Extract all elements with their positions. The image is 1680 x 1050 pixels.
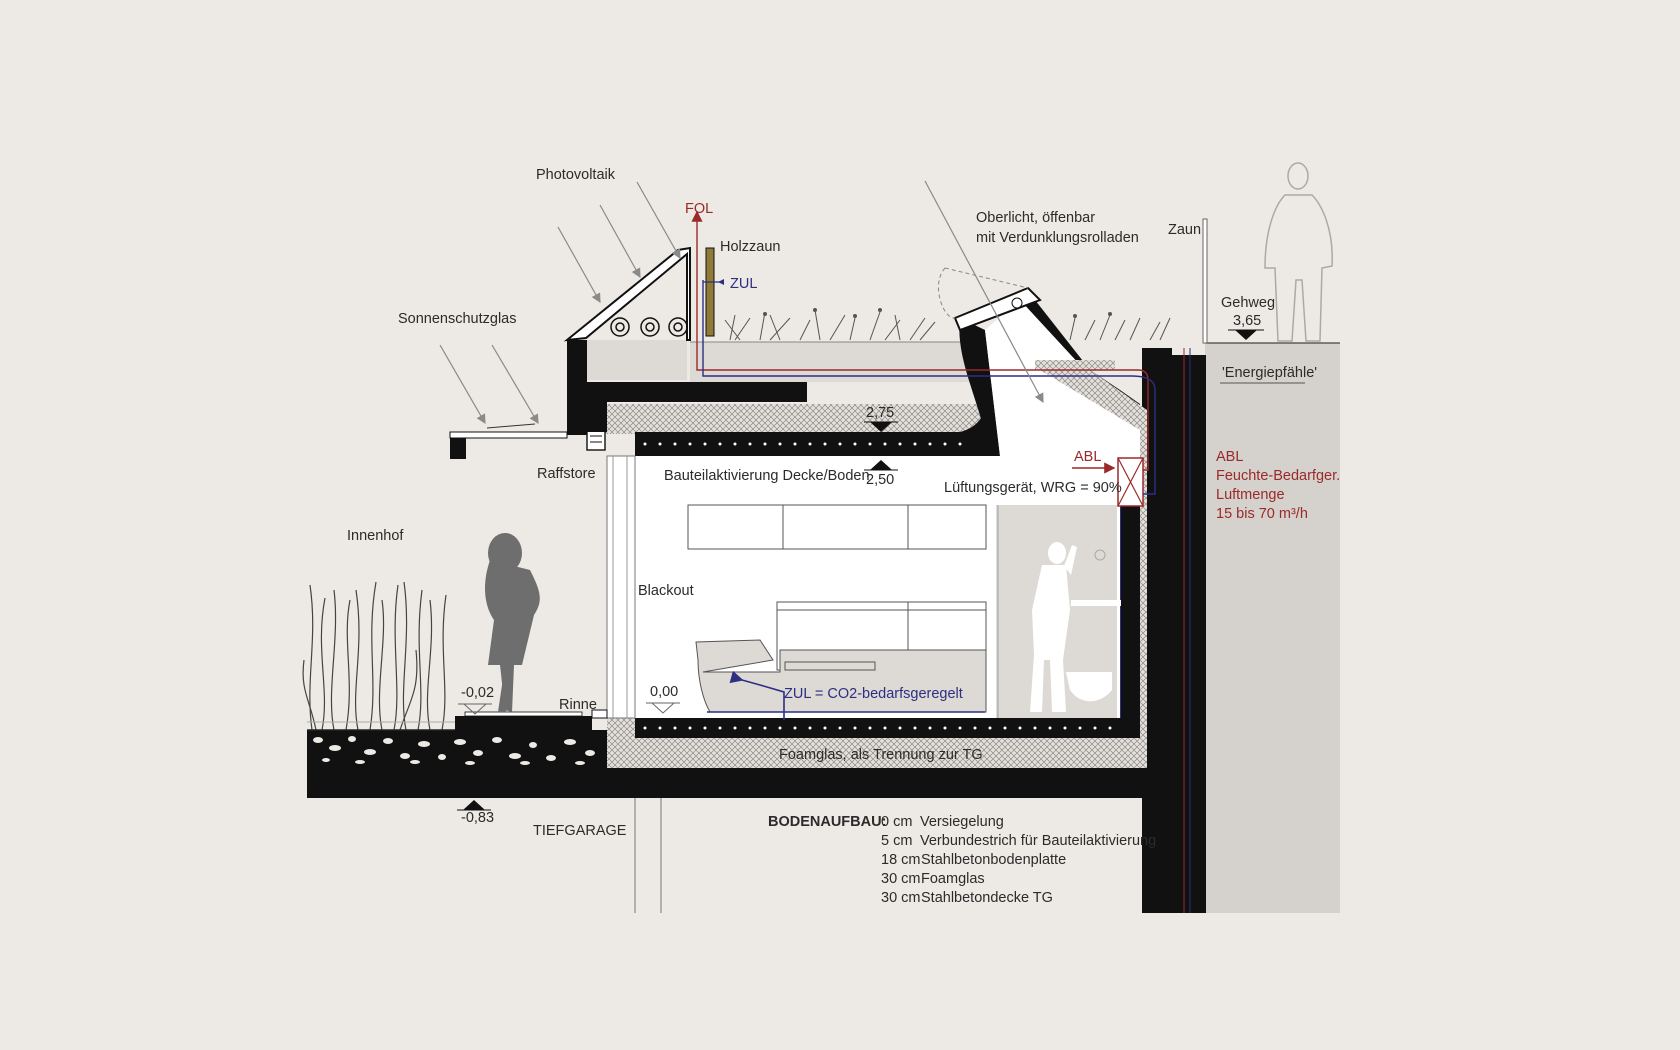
bodenaufbau-material: Verbundestrich für Bauteilaktivierung	[920, 833, 1157, 849]
label-holzzaun: Holzzaun	[720, 239, 781, 255]
level-250: 2,50	[866, 472, 895, 488]
label-bauteilaktivierung: Bauteilaktivierung Decke/Boden	[664, 468, 870, 484]
bodenaufbau-material: Versiegelung	[920, 814, 1004, 830]
bodenaufbau-thickness: 0 cm	[881, 814, 913, 830]
toilet	[1066, 672, 1112, 702]
exhaust-duct	[696, 254, 1149, 471]
level-minus-083: -0,83	[461, 810, 495, 826]
label-photovoltaik: Photovoltaik	[536, 167, 615, 183]
label-raffstore: Raffstore	[537, 466, 596, 482]
level-275: 2,75	[866, 405, 895, 421]
label-blackout: Blackout	[638, 583, 694, 599]
wash-basin	[1071, 600, 1121, 606]
pv-pipes	[610, 317, 688, 337]
courtyard-paving	[455, 716, 592, 730]
outdoor-air-duct	[702, 280, 1156, 495]
fence-post	[1202, 218, 1208, 344]
label-oberlicht-2: mit Verdunklungsrolladen	[976, 230, 1139, 246]
skylight-opening-arc	[937, 267, 956, 319]
ground-soil	[1205, 343, 1340, 913]
bodenaufbau-material: Stahlbetondecke TG	[921, 890, 1053, 906]
roof-insulation	[587, 404, 992, 434]
bodenaufbau-thickness: 5 cm	[881, 833, 913, 849]
raffstore-box	[586, 429, 606, 451]
label-zul-top: ZUL	[730, 276, 758, 292]
ceiling-slab	[635, 404, 990, 456]
label-rinne: Rinne	[559, 697, 597, 713]
gutter	[591, 709, 608, 719]
sofa	[695, 639, 987, 713]
person-silhouette-icon	[485, 533, 540, 712]
label-foamglas: Foamglas, als Trennung zur TG	[779, 747, 983, 763]
upper-wall	[567, 340, 587, 435]
skylight-shaft	[985, 300, 1140, 480]
level-000: 0,00	[650, 684, 679, 700]
label-feuchte: Feuchte-Bedarfger.	[1216, 468, 1341, 484]
level-minus-002: -0,02	[461, 685, 495, 701]
label-abl-note: ABL	[1216, 449, 1244, 465]
label-zaun: Zaun	[1168, 222, 1202, 238]
sun-protection-glass	[449, 431, 568, 439]
glass-facade	[606, 455, 636, 719]
bodenaufbau-thickness: 30 cm	[881, 871, 921, 887]
garage-ceiling-slab	[307, 768, 1167, 798]
label-luftmenge: Luftmenge	[1216, 487, 1285, 503]
roof-plants	[724, 309, 1171, 341]
parapet-slab	[587, 382, 807, 402]
bodenaufbau-thickness: 18 cm	[881, 852, 921, 868]
right-wall	[1120, 480, 1140, 738]
pedestrian-outline-icon	[1264, 162, 1333, 342]
wall-cabinets	[687, 504, 987, 550]
bodenaufbau-title: BODENAUFBAU:	[768, 814, 887, 830]
level-365: 3,65	[1233, 313, 1262, 329]
label-sonnenschutzglas: Sonnenschutzglas	[398, 311, 517, 327]
label-energiepfaehle: 'Energiepfähle'	[1222, 365, 1318, 381]
label-abl-unit: ABL	[1074, 449, 1102, 465]
label-tiefgarage: TIEFGARAGE	[533, 823, 627, 839]
floor-slab	[635, 718, 1140, 738]
skylight-wall-left	[959, 318, 1000, 456]
gravel-bed	[307, 730, 607, 768]
activation-pipes	[643, 442, 1112, 730]
bodenaufbau-thickness: 30 cm	[881, 890, 921, 906]
wooden-fence	[705, 247, 715, 337]
level-marker-icon	[457, 329, 1264, 811]
ornamental-grass	[302, 581, 447, 731]
label-fol: FOL	[685, 201, 714, 217]
energy-pile	[1172, 355, 1206, 913]
label-gehweg: Gehweg	[1221, 295, 1276, 311]
label-lueftungsgeraet: Lüftungsgerät, WRG = 90%	[944, 480, 1122, 496]
bodenaufbau-material: Stahlbetonbodenplatte	[921, 852, 1067, 868]
bodenaufbau-material: Foamglas	[921, 871, 985, 887]
supply-air-duct	[729, 670, 785, 720]
sun-ray-arrows	[439, 180, 1044, 425]
gravel-texture	[313, 736, 595, 765]
label-oberlicht-1: Oberlicht, öffenbar	[976, 210, 1096, 226]
showering-person-silhouette-icon	[1030, 542, 1077, 712]
label-luftmenge-value: 15 bis 70 m³/h	[1216, 506, 1308, 522]
label-innenhof: Innenhof	[347, 528, 404, 544]
label-zul-co2: ZUL = CO2-bedarfsgeregelt	[784, 686, 963, 702]
